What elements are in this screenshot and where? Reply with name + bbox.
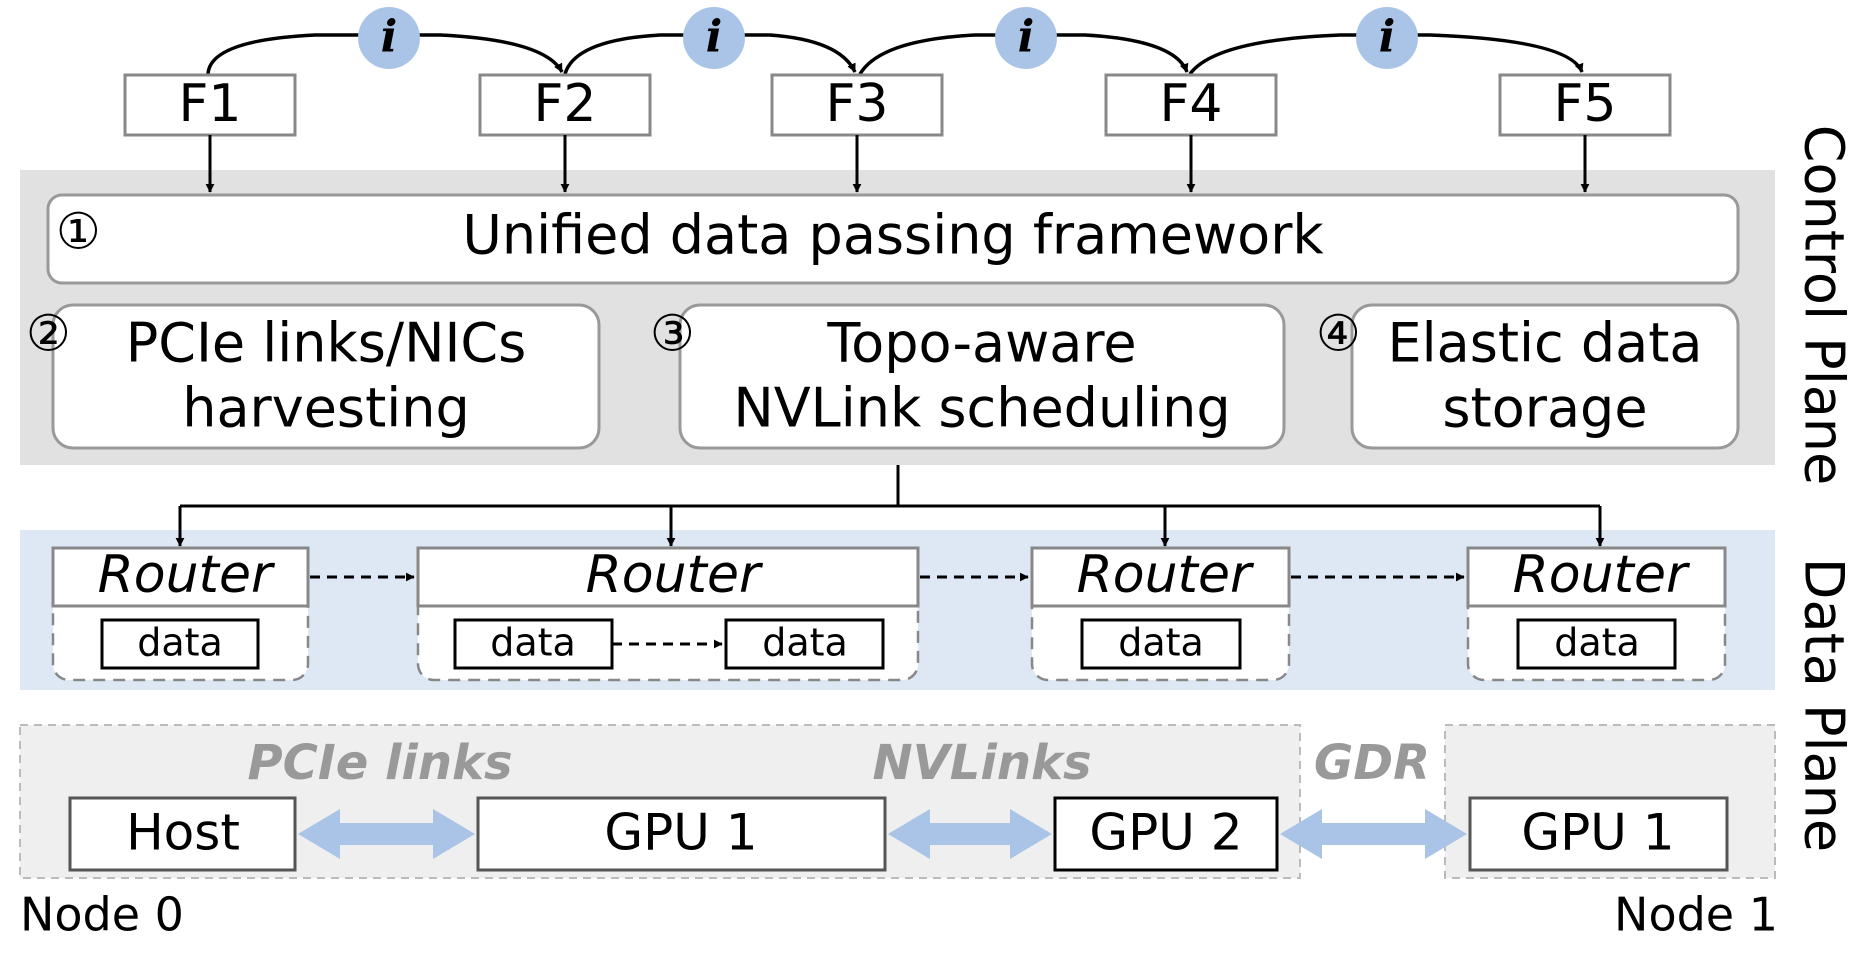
function-box-f3[interactable]: F3 [770, 73, 944, 137]
router-label: Router [98, 545, 276, 605]
topo-scheduling-box[interactable] [678, 303, 1286, 450]
remote-gpu-1-label: GPU 1 [1521, 804, 1674, 862]
function-box-f4[interactable]: F4 [1104, 73, 1278, 137]
unified-framework-number: ① [56, 203, 101, 261]
topo-scheduling-line2: NVLink scheduling [733, 377, 1230, 440]
gdr-link-arrow [1280, 809, 1467, 859]
router-4[interactable]: Router data [1466, 545, 1727, 682]
info-badge-label: i [1379, 12, 1396, 63]
router-label: Router [1513, 545, 1691, 605]
function-label: F1 [179, 74, 242, 134]
pcie-harvesting-line2: harvesting [182, 377, 470, 440]
data-block[interactable] [1080, 618, 1242, 670]
node-1-label: Node 1 [1614, 888, 1778, 942]
data-label: data [490, 621, 576, 665]
node-0-label: Node 0 [20, 888, 184, 942]
info-badge-label: i [706, 12, 723, 63]
topo-scheduling-line1: Topo-aware [826, 312, 1136, 375]
data-label: data [137, 621, 223, 665]
function-chain: i i i i F1 F2 F3 F4 [123, 7, 1672, 193]
gpu-1-label: GPU 1 [604, 804, 757, 862]
pcie-harvesting-number: ② [26, 305, 71, 363]
pcie-link-arrow [298, 809, 475, 859]
control-plane: ① Unified data passing framework ② PCIe … [20, 125, 1850, 485]
unified-framework-box[interactable] [46, 193, 1740, 285]
topo-scheduling-number: ③ [650, 305, 695, 363]
nvlinks-label: NVLinks [872, 735, 1091, 791]
pcie-links-label: PCIe links [247, 735, 512, 791]
function-label: F5 [1554, 74, 1617, 134]
hardware-layer: PCIe links NVLinks GDR Host GPU 1 GPU 2 … [19, 724, 1778, 942]
data-block[interactable] [724, 618, 885, 670]
data-label: data [1554, 621, 1640, 665]
router-1[interactable]: Router data [51, 545, 310, 682]
function-box-f2[interactable]: F2 [478, 73, 652, 137]
control-plane-label: Control Plane [1792, 125, 1850, 485]
data-block[interactable] [1516, 618, 1677, 670]
nvlink-arrow [888, 809, 1052, 859]
info-badge[interactable]: i [995, 7, 1057, 69]
data-plane-label: Data Plane [1792, 558, 1850, 852]
info-icon [995, 7, 1057, 69]
elastic-storage-number: ④ [1316, 305, 1361, 363]
host-box[interactable]: Host [68, 796, 297, 872]
router-label: Router [1077, 545, 1255, 605]
router-3[interactable]: Router data [1030, 545, 1291, 682]
gpu-2-box[interactable]: GPU 2 [1053, 796, 1279, 872]
gdr-label: GDR [1314, 735, 1430, 791]
function-label: F3 [826, 74, 889, 134]
info-badge[interactable]: i [683, 7, 745, 69]
router-2[interactable]: Router data data [416, 545, 920, 682]
function-label: F2 [534, 74, 597, 134]
elastic-storage-box[interactable] [1350, 303, 1740, 450]
info-badge-label: i [1018, 12, 1035, 63]
info-icon [683, 7, 745, 69]
data-label: data [1118, 621, 1204, 665]
unified-framework-label: Unified data passing framework [462, 204, 1324, 267]
router-label: Router [586, 545, 764, 605]
invoke-arrow-f3-f4 [858, 33, 1189, 75]
data-plane: Router data Router data data Router data [20, 465, 1850, 852]
data-block[interactable] [100, 618, 260, 670]
pcie-harvesting-box[interactable] [51, 303, 601, 450]
function-box-f5[interactable]: F5 [1498, 73, 1672, 137]
remote-gpu-1-box[interactable]: GPU 1 [1468, 796, 1729, 872]
pcie-harvesting-line1: PCIe links/NICs [126, 312, 527, 375]
info-badge[interactable]: i [1356, 7, 1418, 69]
elastic-storage-line2: storage [1442, 377, 1647, 440]
info-icon [358, 7, 420, 69]
info-icon [1356, 7, 1418, 69]
data-label: data [762, 621, 848, 665]
function-box-f1[interactable]: F1 [123, 73, 297, 137]
info-badge[interactable]: i [358, 7, 420, 69]
info-badge-label: i [381, 12, 398, 63]
function-label: F4 [1160, 74, 1223, 134]
data-block[interactable] [453, 618, 614, 670]
gpu-1-box[interactable]: GPU 1 [476, 796, 887, 872]
elastic-storage-line1: Elastic data [1387, 312, 1702, 375]
host-label: Host [126, 804, 240, 862]
gpu-2-label: GPU 2 [1089, 804, 1242, 862]
